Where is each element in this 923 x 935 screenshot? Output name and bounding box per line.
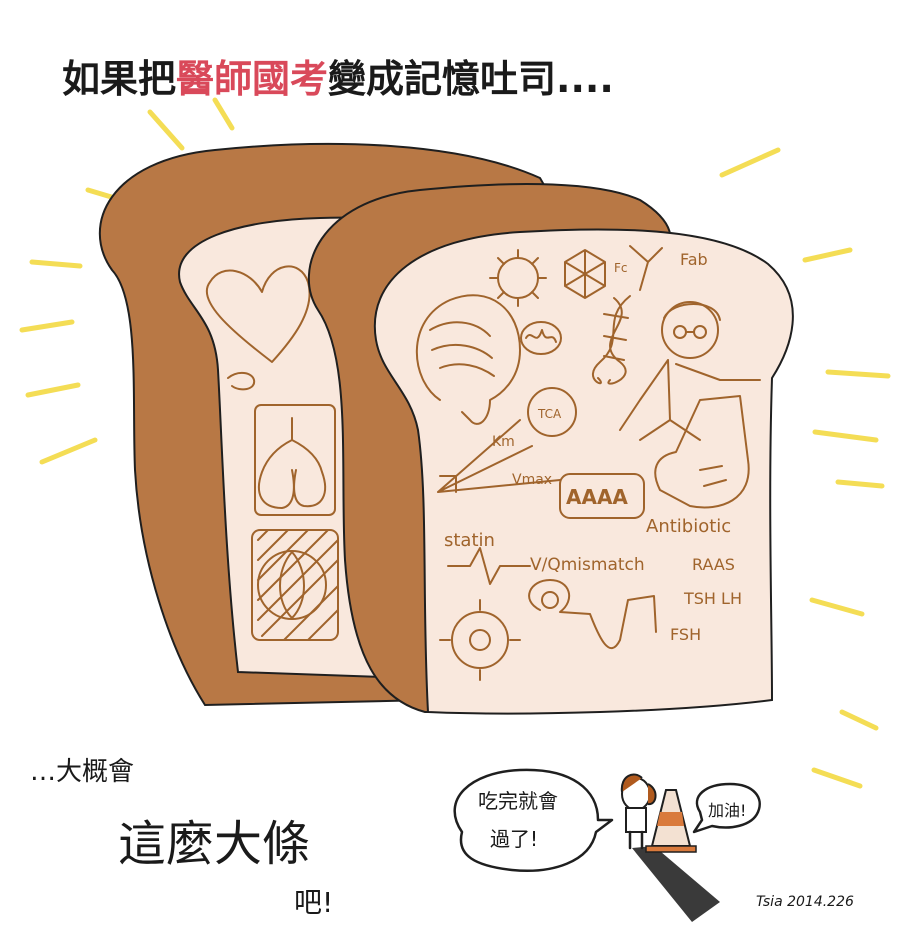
label-fc: Fc — [614, 261, 628, 275]
ecg-sketch — [447, 547, 531, 585]
label-vq: V/Qmismatch — [530, 555, 645, 575]
antibody-sketch — [629, 245, 663, 291]
glow-rays — [19, 97, 891, 789]
label-km: Km — [492, 434, 515, 450]
title-part1: 如果把 — [62, 57, 176, 101]
caption-line3: 吧! — [294, 886, 333, 919]
dog-character — [620, 773, 720, 922]
nephron-sketch — [528, 579, 657, 649]
traffic-cone — [645, 789, 697, 853]
hexagon-sketch — [564, 249, 606, 299]
doctor-sketch — [619, 301, 761, 441]
bread-slice-front: Fab Fc TCA Km Vmax AAAA Antibiotic stati… — [308, 183, 794, 715]
label-fab: Fab — [680, 250, 708, 269]
bread-crumb-front — [373, 228, 794, 715]
label-raas: RAAS — [692, 555, 735, 574]
virus-sketch — [489, 249, 547, 307]
speech-line1: 吃完就會 — [478, 789, 558, 813]
caption-line1: …大概會 — [30, 757, 134, 787]
mitochondria-sketch — [520, 321, 562, 355]
cheer-bubble: 加油! — [692, 782, 761, 834]
signature: Tsia 2014.226 — [756, 894, 854, 910]
cheer-text: 加油! — [708, 801, 746, 820]
hand-sketch — [654, 395, 750, 509]
caption-line2: 這麼大條 — [118, 816, 310, 872]
km-vmax-graph — [437, 419, 561, 493]
label-fsh: FSH — [670, 625, 701, 644]
label-statin: statin — [444, 530, 495, 551]
organ-sketch — [251, 529, 339, 641]
aaaa-box — [559, 473, 645, 519]
brain-head-sketch — [415, 294, 521, 425]
title-part2: 變成記憶吐司.... — [328, 57, 614, 101]
heart-sketch — [205, 265, 311, 363]
eye-sketch — [439, 599, 521, 681]
tca-cycle-sketch — [527, 387, 577, 437]
title-text: 如果把醫師國考變成記憶吐司.... — [62, 57, 614, 101]
lungs-sketch — [257, 417, 327, 509]
character-shadow — [632, 846, 720, 922]
label-vmax: Vmax — [512, 472, 552, 488]
speech-line2: 過了! — [490, 827, 538, 851]
label-aaaa: AAAA — [566, 485, 628, 509]
label-tca: TCA — [537, 407, 562, 421]
label-tsh-lh: TSH LH — [683, 589, 742, 608]
label-antibiotic: Antibiotic — [646, 516, 731, 537]
title-highlight: 醫師國考 — [176, 57, 328, 101]
speech-bubble: 吃完就會 過了! — [453, 768, 614, 872]
dna-sketch — [592, 295, 631, 385]
